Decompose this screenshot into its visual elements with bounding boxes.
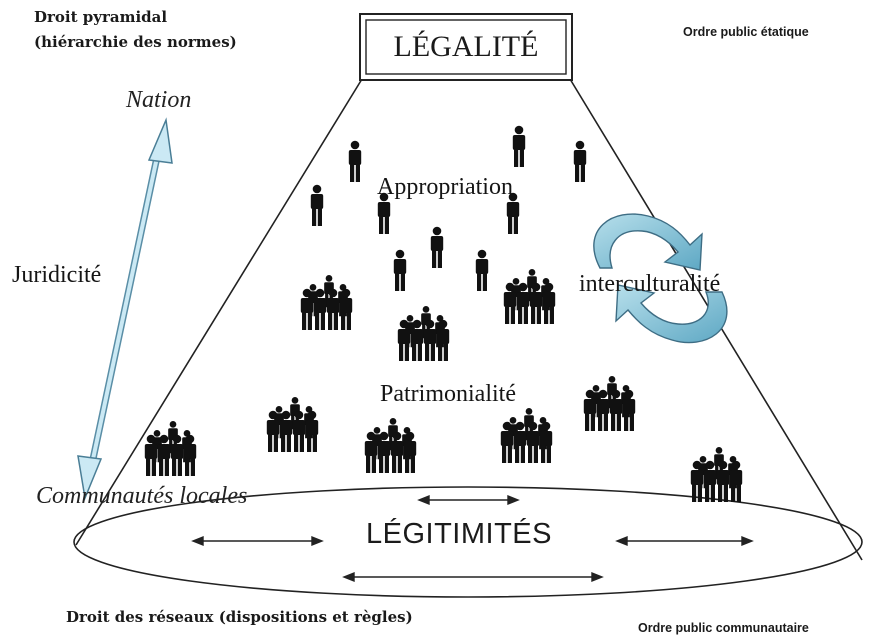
juridicite-label: Juridicité	[12, 262, 102, 288]
person-icon	[430, 226, 444, 268]
base-arrows	[191, 494, 754, 583]
apex-box-inner	[365, 19, 567, 75]
interculturalite-cycle-icon	[593, 213, 728, 344]
top-left-title-line1: Droit pyramidal	[34, 8, 168, 26]
person-icon	[512, 125, 526, 167]
people-group-icon	[365, 418, 416, 473]
nation-label: Nation	[126, 87, 192, 113]
appropriation-label: Appropriation	[377, 174, 513, 200]
bottom-right-label: Ordre public communautaire	[638, 621, 809, 635]
person-icon	[310, 184, 324, 226]
interculturalite-label: interculturalité	[579, 271, 721, 297]
people-group-icon	[398, 306, 449, 361]
people-group-icon	[501, 408, 552, 463]
people-group-icon	[691, 447, 742, 502]
person-icon	[573, 140, 587, 182]
person-icon	[348, 140, 362, 182]
base-ellipse	[73, 486, 863, 598]
communautes-locales-label: Communautés locales	[36, 483, 248, 509]
apex-legalite-label: LÉGALITÉ	[393, 30, 539, 63]
individuals	[310, 125, 587, 291]
top-right-label: Ordre public étatique	[683, 25, 809, 39]
bottom-left-label: Droit des réseaux (dispositions et règle…	[66, 608, 413, 626]
patrimonialite-label: Patrimonialité	[380, 381, 516, 407]
person-icon	[393, 249, 407, 291]
people-group-icon	[584, 376, 635, 431]
people-group-icon	[301, 275, 352, 330]
juridicite-double-arrow-icon	[77, 117, 173, 501]
top-left-title-line2: (hiérarchie des normes)	[34, 33, 237, 51]
cone-left-edge	[75, 78, 363, 546]
people-group-icon	[504, 269, 555, 324]
people-group-icon	[145, 421, 196, 476]
people-group-icon	[267, 397, 318, 452]
person-icon	[475, 249, 489, 291]
legitimites-label: LÉGITIMITÉS	[366, 518, 552, 550]
